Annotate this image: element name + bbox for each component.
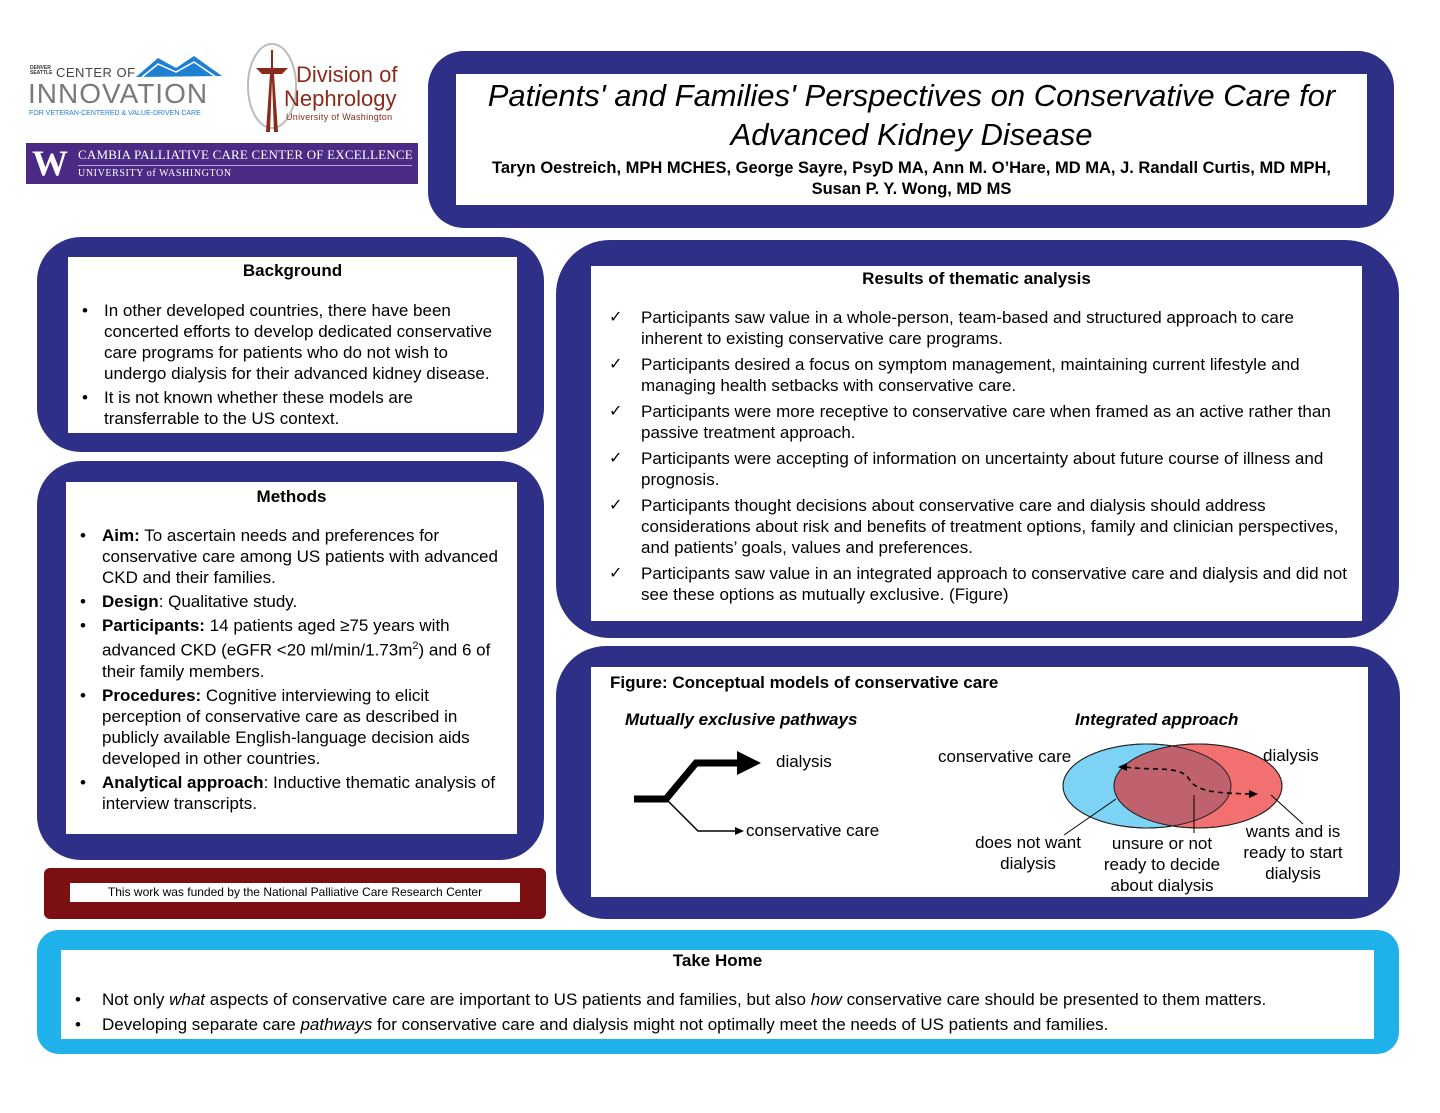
results-panel: Results of thematic analysis Participant… — [591, 266, 1362, 621]
coin-line2: INNOVATION — [28, 78, 209, 109]
methods-heading: Methods — [256, 487, 327, 506]
results-list: Participants saw value in a whole-person… — [591, 307, 1362, 605]
results-frame: Results of thematic analysis Participant… — [556, 240, 1399, 638]
nephro-line1: Division of — [296, 62, 398, 87]
coin-line1: CENTER OF — [56, 65, 136, 80]
take-home-panel: Take Home Not only what aspects of conse… — [61, 950, 1374, 1039]
list-item: Aim: To ascertain needs and preferences … — [66, 525, 513, 588]
nephro-line3: University of Washington — [286, 112, 393, 122]
methods-frame: Methods Aim: To ascertain needs and pref… — [37, 461, 544, 860]
figure-graphics — [634, 743, 1304, 836]
left-conservative-label: conservative care — [746, 821, 880, 840]
figure-frame: Figure: Conceptual models of conservativ… — [556, 646, 1400, 919]
right-dialysis-label: dialysis — [1263, 746, 1319, 765]
cambia-line1: CAMBIA PALLIATIVE CARE CENTER OF EXCELLE… — [78, 147, 413, 162]
list-item: Participants were more receptive to cons… — [591, 401, 1358, 443]
wants-label: wants and is ready to start dialysis — [1243, 822, 1343, 883]
unsure-label: unsure or not ready to decide about dial… — [1103, 834, 1221, 895]
uw-w-logo: W — [32, 143, 68, 183]
list-item: Procedures: Cognitive interviewing to el… — [66, 685, 513, 769]
nephro-line2: Nephrology — [284, 86, 397, 111]
funding-text: This work was funded by the National Pal… — [107, 885, 483, 899]
list-item: Participants saw value in an integrated … — [591, 563, 1358, 605]
background-list: In other developed countries, there have… — [68, 300, 517, 429]
background-heading: Background — [242, 261, 343, 280]
background-panel: Background In other developed countries,… — [68, 257, 517, 433]
venn-diagram — [1062, 743, 1304, 836]
figure-panel: Figure: Conceptual models of conservativ… — [591, 667, 1368, 897]
left-diagram-title: Mutually exclusive pathways — [625, 710, 858, 729]
take-home-heading: Take Home — [672, 951, 763, 970]
mountain-logo-icon — [136, 56, 222, 78]
title-panel: Patients' and Families' Perspectives on … — [456, 74, 1367, 205]
overlap-region — [1114, 744, 1231, 828]
not-want-label: does not want dialysis — [975, 833, 1081, 873]
space-needle-icon — [247, 43, 297, 132]
funding-banner: This work was funded by the National Pal… — [44, 868, 546, 919]
background-frame: Background In other developed countries,… — [37, 237, 544, 452]
list-item: Design: Qualitative study. — [66, 591, 513, 612]
list-item: In other developed countries, there have… — [68, 300, 511, 384]
cambia-line2: UNIVERSITY of WASHINGTON — [78, 168, 232, 179]
title-frame: Patients' and Families' Perspectives on … — [428, 51, 1394, 228]
list-item: Participants were accepting of informati… — [591, 448, 1358, 490]
list-item: It is not known whether these models are… — [68, 387, 511, 429]
list-item: Not only what aspects of conservative ca… — [61, 989, 1374, 1010]
right-diagram-title: Integrated approach — [1075, 710, 1239, 729]
poster-authors: Taryn Oestreich, MPH MCHES, George Sayre… — [492, 159, 1331, 198]
results-heading: Results of thematic analysis — [862, 269, 1091, 288]
logo-cambia: W CAMBIA PALLIATIVE CARE CENTER OF EXCEL… — [26, 143, 418, 184]
left-dialysis-label: dialysis — [776, 752, 832, 771]
right-conservative-label: conservative care — [938, 747, 1072, 766]
pathway-diagram — [634, 751, 761, 835]
logo-center-of-innovation: DENVER SEATTLE CENTER OF INNOVATION FOR … — [26, 52, 231, 122]
methods-panel: Methods Aim: To ascertain needs and pref… — [66, 482, 517, 834]
coin-small-text: DENVER SEATTLE — [30, 65, 53, 76]
list-item: Participants desired a focus on symptom … — [591, 354, 1358, 396]
take-home-list: Not only what aspects of conservative ca… — [61, 989, 1374, 1035]
take-home-frame: Take Home Not only what aspects of conse… — [37, 930, 1399, 1054]
list-item: Analytical approach: Inductive thematic … — [66, 772, 513, 814]
list-item: Participants thought decisions about con… — [591, 495, 1358, 558]
logo-nephrology: Division of Nephrology University of Was… — [244, 40, 419, 136]
methods-list: Aim: To ascertain needs and preferences … — [66, 525, 517, 814]
figure-title: Figure: Conceptual models of conservativ… — [610, 673, 999, 692]
list-item: Participants: 14 patients aged ≥75 years… — [66, 615, 513, 682]
list-item: Developing separate care pathways for co… — [61, 1014, 1374, 1035]
poster-title: Patients' and Families' Perspectives on … — [487, 78, 1336, 152]
list-item: Participants saw value in a whole-person… — [591, 307, 1358, 349]
coin-line3: FOR VETERAN-CENTERED & VALUE-DRIVEN CARE — [29, 110, 201, 117]
funding-panel: This work was funded by the National Pal… — [70, 883, 520, 902]
